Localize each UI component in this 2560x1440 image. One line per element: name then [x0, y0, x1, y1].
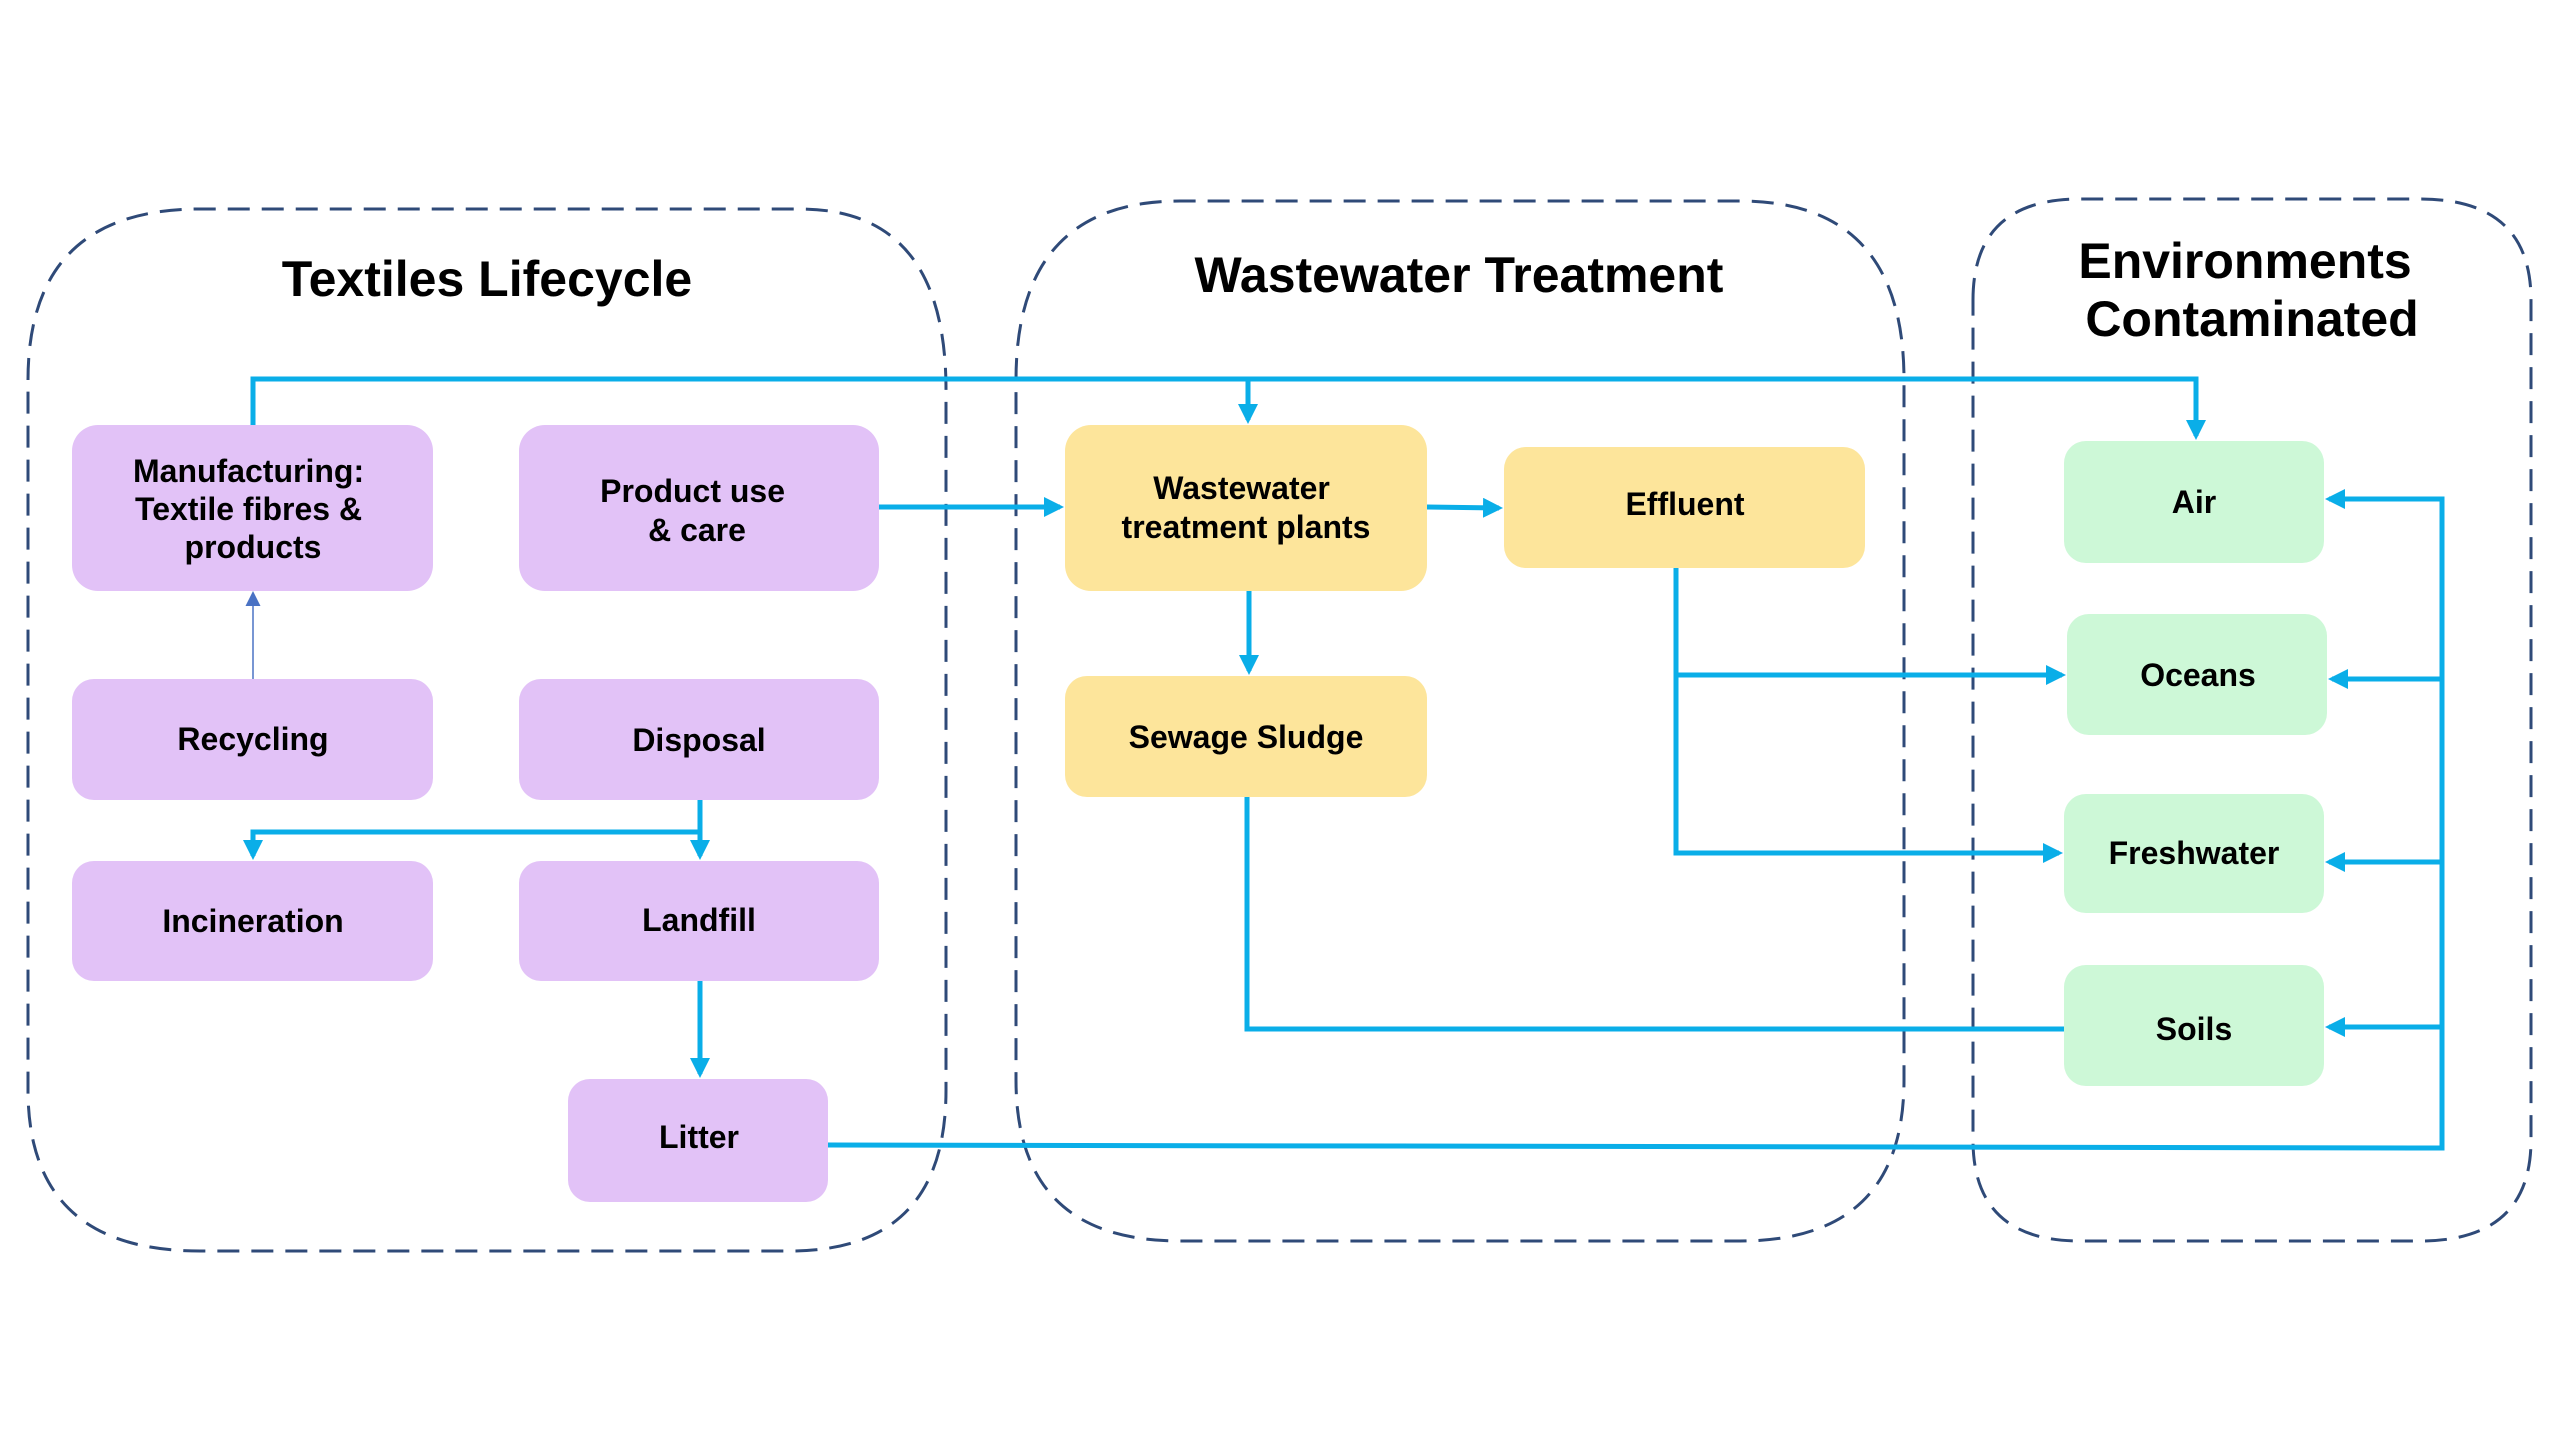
node-label: Product use & care	[600, 473, 794, 548]
node-label: Oceans	[2140, 657, 2256, 693]
node-label: Freshwater	[2109, 835, 2280, 871]
node-incineration[interactable]: Incineration	[72, 861, 433, 981]
node-box	[1065, 425, 1427, 591]
panel-title-environments-contaminated: Environments Contaminated	[2078, 233, 2425, 347]
node-box	[72, 425, 433, 591]
arrow-disposal-to-incineration	[243, 800, 703, 860]
node-box	[519, 679, 879, 800]
node-box	[1065, 676, 1427, 797]
node-box	[568, 1079, 828, 1202]
arrow-sewage-sludge-to-soils	[1244, 797, 2064, 1032]
node-label: Recycling	[177, 721, 328, 757]
node-product-use[interactable]: Product use & care	[519, 425, 879, 591]
flow-nodes: Manufacturing: Textile fibres & products…	[72, 425, 2327, 1202]
node-oceans[interactable]: Oceans	[2067, 614, 2327, 735]
arrow-manufacturing-to-air	[250, 376, 2206, 440]
node-label: Litter	[659, 1119, 739, 1155]
arrow-wwtp-to-effluent	[1426, 497, 1503, 518]
node-air[interactable]: Air	[2064, 441, 2324, 563]
node-wastewater-treatment-plants[interactable]: Wastewater treatment plants	[1065, 425, 1427, 591]
node-label: Manufacturing: Textile fibres & products	[133, 453, 373, 565]
node-label: Disposal	[632, 722, 765, 758]
panel-wastewater-treatment	[1014, 199, 1906, 1243]
node-recycling[interactable]: Recycling	[72, 679, 433, 800]
node-box	[2067, 614, 2327, 735]
node-box	[2064, 794, 2324, 913]
node-box	[72, 861, 433, 981]
node-label: Landfill	[642, 902, 756, 938]
panel-title-wastewater-treatment: Wastewater Treatment	[1195, 247, 1724, 303]
node-box	[72, 679, 433, 800]
node-label: Wastewater treatment plants	[1122, 470, 1371, 545]
node-disposal[interactable]: Disposal	[519, 679, 879, 800]
node-box	[519, 425, 879, 591]
node-soils[interactable]: Soils	[2064, 965, 2324, 1086]
node-box	[1504, 447, 1865, 568]
node-box	[519, 861, 879, 981]
node-box	[2064, 441, 2324, 563]
node-effluent[interactable]: Effluent	[1504, 447, 1865, 568]
node-label: Soils	[2156, 1011, 2232, 1047]
panel-environments-contaminated	[1971, 197, 2533, 1243]
node-sewage-sludge[interactable]: Sewage Sludge	[1065, 676, 1427, 797]
flow-arrows	[243, 376, 2445, 1151]
node-label: Air	[2172, 484, 2216, 520]
node-landfill[interactable]: Landfill	[519, 861, 879, 981]
node-manufacturing[interactable]: Manufacturing: Textile fibres & products	[72, 425, 433, 591]
panel-textiles-lifecycle	[26, 207, 948, 1253]
node-litter[interactable]: Litter	[568, 1079, 828, 1202]
arrow-effluent-to-freshwater	[1673, 568, 2063, 863]
node-label: Sewage Sludge	[1129, 719, 1364, 755]
node-label: Effluent	[1625, 486, 1744, 522]
panel-title-textiles-lifecycle: Textiles Lifecycle	[282, 251, 692, 307]
arrow-litter-to-environments	[827, 489, 2445, 1151]
node-box	[2064, 965, 2324, 1086]
node-label: Incineration	[162, 903, 343, 939]
node-freshwater[interactable]: Freshwater	[2064, 794, 2324, 913]
